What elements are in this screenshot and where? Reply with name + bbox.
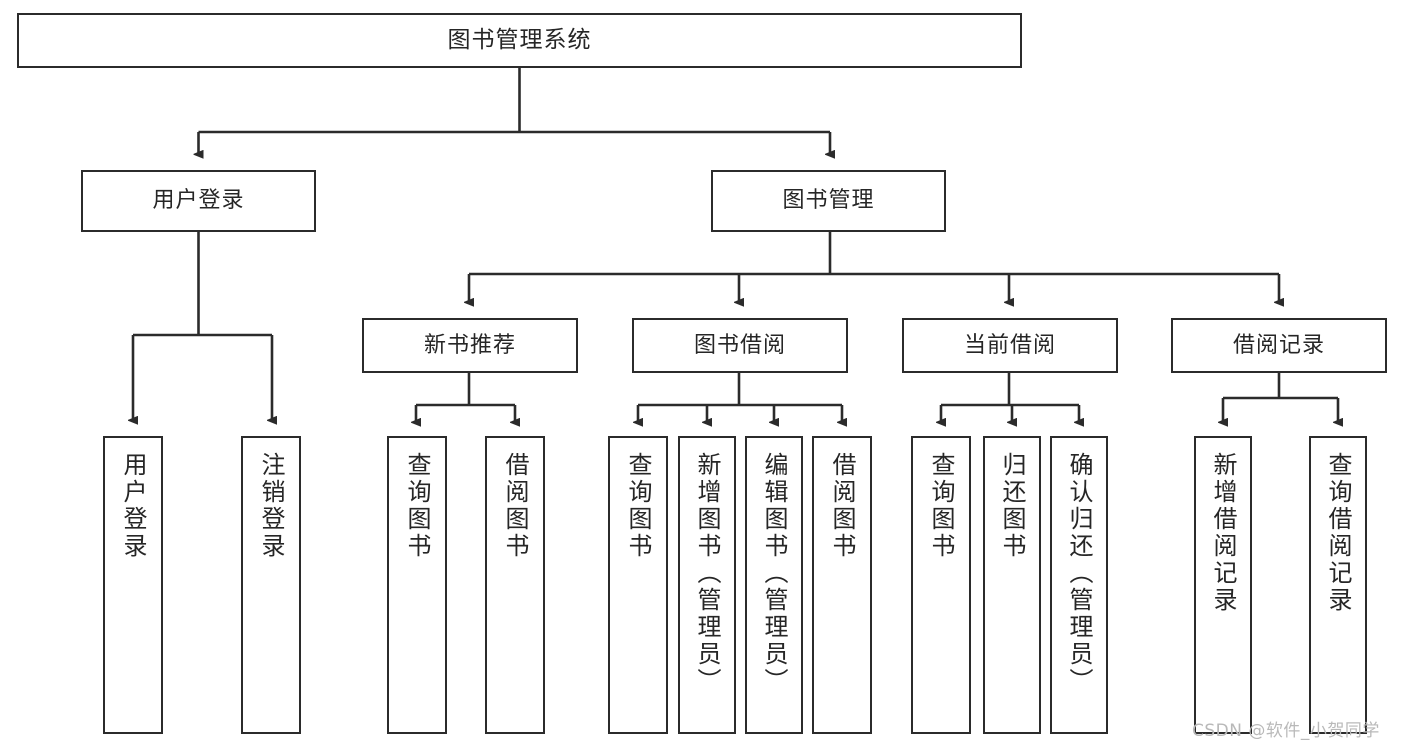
- node-leaf-borrow-book[interactable]: 借阅图书: [812, 436, 872, 734]
- node-leaf-add-book[interactable]: 新增图书（管理员）: [678, 436, 736, 734]
- node-current-borrow-label: 当前借阅: [963, 332, 1056, 358]
- node-leaf-borrow-book-rec-label: 借阅图书: [501, 452, 529, 560]
- node-leaf-confirm-return[interactable]: 确认归还（管理员）: [1050, 436, 1108, 734]
- node-leaf-add-borrow-record[interactable]: 新增借阅记录: [1194, 436, 1252, 734]
- node-leaf-return-book-label: 归还图书: [998, 452, 1026, 560]
- node-user-login-label: 用户登录: [152, 188, 245, 214]
- node-leaf-borrow-book-label: 借阅图书: [828, 452, 856, 560]
- node-current-borrow[interactable]: 当前借阅: [902, 318, 1118, 373]
- node-new-book-rec-label: 新书推荐: [423, 332, 516, 358]
- node-book-manage-label: 图书管理: [782, 188, 875, 214]
- node-book-borrow[interactable]: 图书借阅: [632, 318, 848, 373]
- node-leaf-add-book-label: 新增图书（管理员）: [693, 452, 721, 695]
- node-leaf-add-borrow-record-label: 新增借阅记录: [1209, 452, 1237, 614]
- node-leaf-query-borrow-record[interactable]: 查询借阅记录: [1309, 436, 1367, 734]
- node-leaf-edit-book-label: 编辑图书（管理员）: [760, 452, 788, 695]
- node-borrow-record[interactable]: 借阅记录: [1171, 318, 1387, 373]
- node-leaf-logout[interactable]: 注销登录: [241, 436, 301, 734]
- node-book-manage[interactable]: 图书管理: [711, 170, 946, 232]
- node-leaf-query-book-borrow[interactable]: 查询图书: [608, 436, 668, 734]
- node-book-borrow-label: 图书借阅: [693, 332, 786, 358]
- node-root-label: 图书管理系统: [447, 26, 592, 53]
- node-borrow-record-label: 借阅记录: [1232, 332, 1325, 358]
- node-leaf-query-book-cur[interactable]: 查询图书: [911, 436, 971, 734]
- node-leaf-query-book-rec-label: 查询图书: [403, 452, 431, 560]
- node-root[interactable]: 图书管理系统: [17, 13, 1022, 68]
- node-leaf-user-login[interactable]: 用户登录: [103, 436, 163, 734]
- node-user-login[interactable]: 用户登录: [81, 170, 316, 232]
- node-leaf-query-book-cur-label: 查询图书: [927, 452, 955, 560]
- node-leaf-return-book[interactable]: 归还图书: [983, 436, 1041, 734]
- node-leaf-query-book-borrow-label: 查询图书: [624, 452, 652, 560]
- node-leaf-borrow-book-rec[interactable]: 借阅图书: [485, 436, 545, 734]
- node-leaf-logout-label: 注销登录: [257, 452, 285, 560]
- node-leaf-confirm-return-label: 确认归还（管理员）: [1065, 452, 1093, 695]
- node-leaf-edit-book[interactable]: 编辑图书（管理员）: [745, 436, 803, 734]
- watermark-text: CSDN @软件_小贺同学: [1192, 721, 1380, 741]
- node-leaf-query-borrow-record-label: 查询借阅记录: [1324, 452, 1352, 614]
- node-leaf-user-login-label: 用户登录: [119, 452, 147, 560]
- node-leaf-query-book-rec[interactable]: 查询图书: [387, 436, 447, 734]
- node-new-book-rec[interactable]: 新书推荐: [362, 318, 578, 373]
